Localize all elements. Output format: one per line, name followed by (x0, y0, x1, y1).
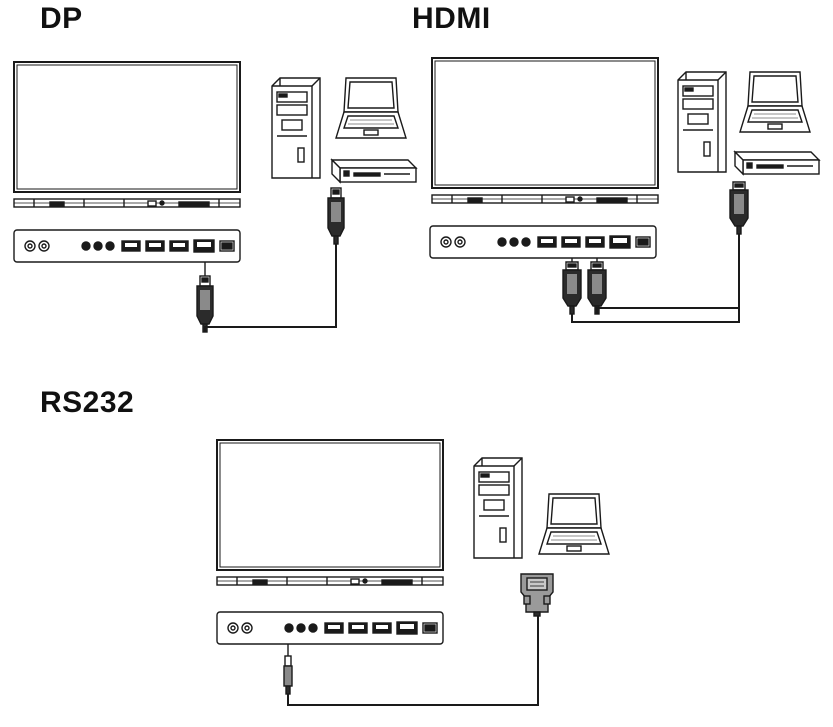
rs232-tower-pc (473, 457, 523, 559)
hdmi-port-panel (429, 225, 657, 259)
dp-media-player (331, 159, 417, 183)
dp-section-title: DP (40, 2, 83, 35)
dp-laptop (335, 77, 407, 139)
media-player-icon (734, 151, 820, 175)
displayport-connector-icon (327, 187, 345, 245)
hdmi-section-title: HDMI (412, 2, 491, 35)
media-player-icon (331, 159, 417, 183)
tower-pc-icon (677, 71, 727, 173)
laptop-icon (538, 493, 610, 555)
rs232-laptop (538, 493, 610, 555)
hdmi-media-player (734, 151, 820, 175)
vga-connector-icon (520, 573, 554, 617)
tower-pc-icon (473, 457, 523, 559)
dp-monitor (13, 61, 241, 208)
laptop-icon (739, 71, 811, 133)
hdmi-monitor (431, 57, 659, 204)
hdmi-connector-icon (587, 261, 607, 315)
hdmi-tower-pc (677, 71, 727, 173)
laptop-icon (335, 77, 407, 139)
rs232-port-panel (216, 611, 444, 645)
hdmi-cables (562, 181, 749, 323)
monitor-icon (431, 57, 659, 204)
hdmi-connector-icon (729, 181, 749, 235)
dp-port-panel (13, 229, 241, 263)
rs232-section-title: RS232 (40, 386, 135, 419)
hdmi-laptop (739, 71, 811, 133)
rs232-monitor (216, 439, 444, 586)
monitor-icon (216, 439, 444, 586)
rs232-cable (287, 616, 539, 706)
tower-pc-icon (271, 77, 321, 179)
audio-jack-connector-icon (283, 644, 293, 695)
displayport-connector-icon (196, 275, 214, 333)
monitor-icon (13, 61, 241, 208)
dp-tower-pc (271, 77, 321, 179)
hdmi-connector-icon (562, 261, 582, 315)
dp-cable (196, 187, 345, 333)
